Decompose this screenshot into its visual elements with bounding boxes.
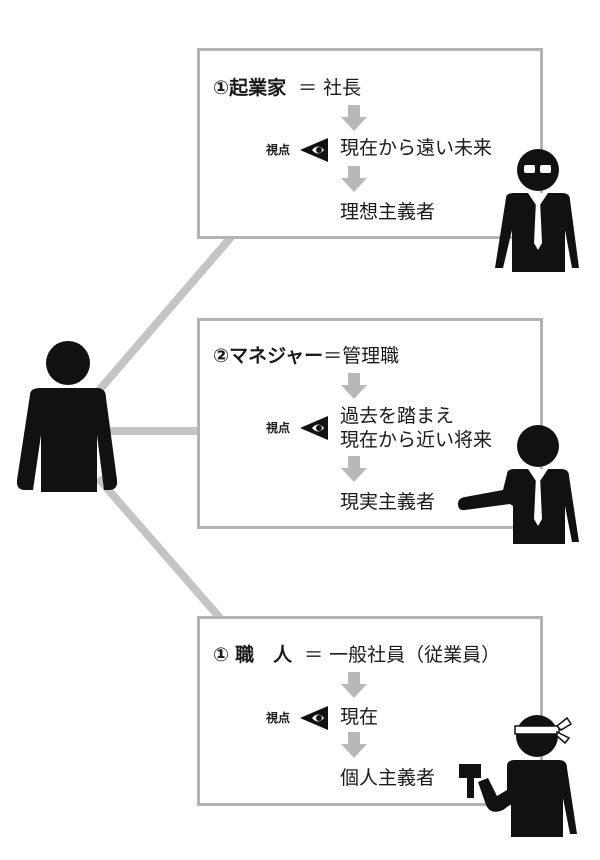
eye-icon: [300, 138, 328, 162]
role-name: 職 人: [235, 644, 293, 666]
entrepreneur-heading: ①起業家 ＝社長: [213, 77, 361, 99]
down-arrow-icon: [341, 373, 367, 399]
viewpoint-label: 視点: [266, 711, 291, 725]
role-title: 管理職: [342, 345, 400, 367]
eye-icon: [300, 706, 328, 730]
connector-to-craftsman: [94, 475, 224, 621]
equals-sign: ＝: [304, 644, 324, 666]
role-number: ①: [213, 644, 230, 666]
equals-sign: ＝: [298, 77, 318, 99]
role-title: 社長: [323, 77, 362, 99]
manager-box: ②マネジャー＝管理職 視点 過去を踏まえ 現在から近い将来 現実主義者: [197, 318, 543, 529]
president-figure: [495, 149, 579, 272]
result-text: 現実主義者: [340, 491, 436, 513]
viewpoint-label: 視点: [266, 143, 291, 157]
manager-figure: [458, 425, 579, 544]
down-arrow-icon: [341, 456, 367, 482]
result-text: 理想主義者: [340, 201, 436, 223]
down-arrow-icon: [341, 105, 367, 131]
role-number: ①: [213, 77, 230, 99]
viewpoint-text-line-1: 過去を踏まえ: [340, 405, 455, 427]
down-arrow-icon: [341, 166, 367, 192]
viewpoint-text-line-2: 現在から近い将来: [340, 429, 493, 451]
entrepreneur-box: ①起業家 ＝社長 視点 現在から遠い未来 理想主義者: [197, 48, 543, 239]
viewpoint-label: 視点: [266, 421, 291, 435]
role-number: ②: [213, 345, 230, 367]
eye-icon: [300, 416, 328, 440]
down-arrow-icon: [341, 672, 367, 698]
manager-heading: ②マネジャー＝管理職: [213, 345, 399, 367]
role-name: 起業家: [229, 77, 287, 99]
viewpoint-text: 現在: [340, 706, 379, 728]
role-title: 一般社員（従業員）: [329, 644, 501, 666]
down-arrow-icon: [341, 732, 367, 758]
role-name: マネジャー: [229, 345, 324, 367]
connector-to-entrepreneur: [91, 233, 236, 398]
viewpoint-text: 現在から遠い未来: [340, 137, 493, 159]
craftsman-figure: [459, 715, 577, 837]
equals-sign: ＝: [323, 345, 343, 367]
central-person-figure: [16, 341, 118, 492]
result-text: 個人主義者: [340, 767, 436, 789]
